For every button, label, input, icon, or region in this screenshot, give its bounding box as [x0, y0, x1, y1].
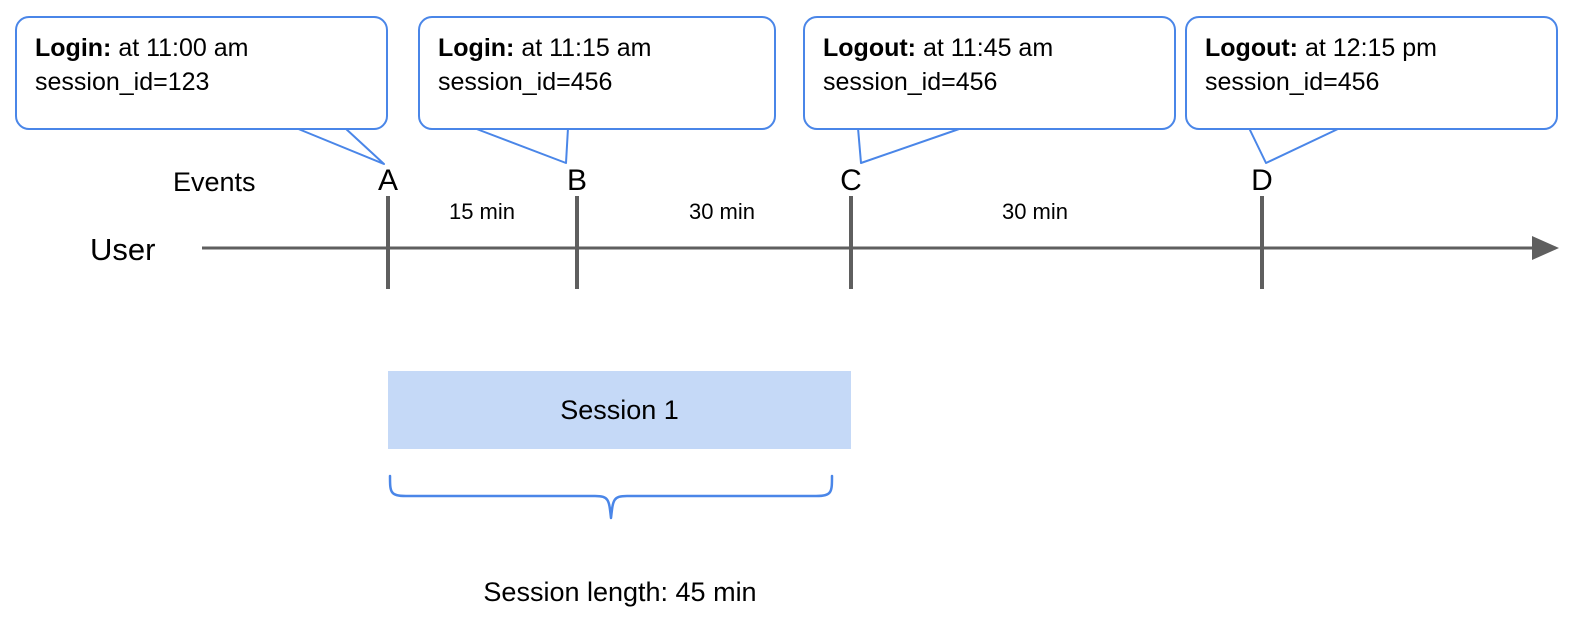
event-type-label: Login: — [35, 34, 112, 62]
gap-label-b-c: 30 min — [688, 199, 756, 224]
event-marker-d[interactable]: D — [1251, 164, 1273, 197]
event-session-id-label: session_id=456 — [823, 67, 998, 96]
event-marker-a[interactable]: A — [377, 164, 399, 197]
callout-tails — [295, 127, 1341, 165]
event-session-id-label: session_id=456 — [1205, 67, 1380, 96]
event-time-label: at 11:15 am — [521, 34, 652, 62]
event-type-label: Logout: — [823, 34, 917, 62]
event-type-label: Logout: — [1205, 34, 1299, 62]
event-time-label: at 12:15 pm — [1304, 34, 1437, 62]
event-session-id-label: session_id=456 — [438, 67, 613, 96]
session-length-brace — [388, 474, 834, 520]
session-length-caption: Session length: 45 min — [483, 577, 757, 607]
gap-label-a-b: 15 min — [448, 199, 516, 224]
user-row-label: User — [90, 232, 156, 267]
gap-label-c-d: 30 min — [1001, 199, 1069, 224]
event-time-label: at 11:00 am — [118, 34, 249, 62]
event-callout-a[interactable]: Login: at 11:00 am session_id=123 — [15, 16, 388, 130]
session-bar-label: Session 1 — [560, 394, 679, 425]
events-row-label: Events — [173, 167, 256, 197]
event-callout-d[interactable]: Logout: at 12:15 pm session_id=456 — [1185, 16, 1558, 130]
event-callout-c[interactable]: Logout: at 11:45 am session_id=456 — [803, 16, 1176, 130]
session-bar-1[interactable]: Session 1 — [388, 371, 851, 449]
event-marker-b[interactable]: B — [566, 164, 588, 197]
event-callout-b[interactable]: Login: at 11:15 am session_id=456 — [418, 16, 776, 130]
event-marker-c[interactable]: C — [840, 164, 862, 197]
event-time-label: at 11:45 am — [922, 34, 1054, 62]
event-type-label: Login: — [438, 34, 515, 62]
event-session-id-label: session_id=123 — [35, 67, 210, 96]
